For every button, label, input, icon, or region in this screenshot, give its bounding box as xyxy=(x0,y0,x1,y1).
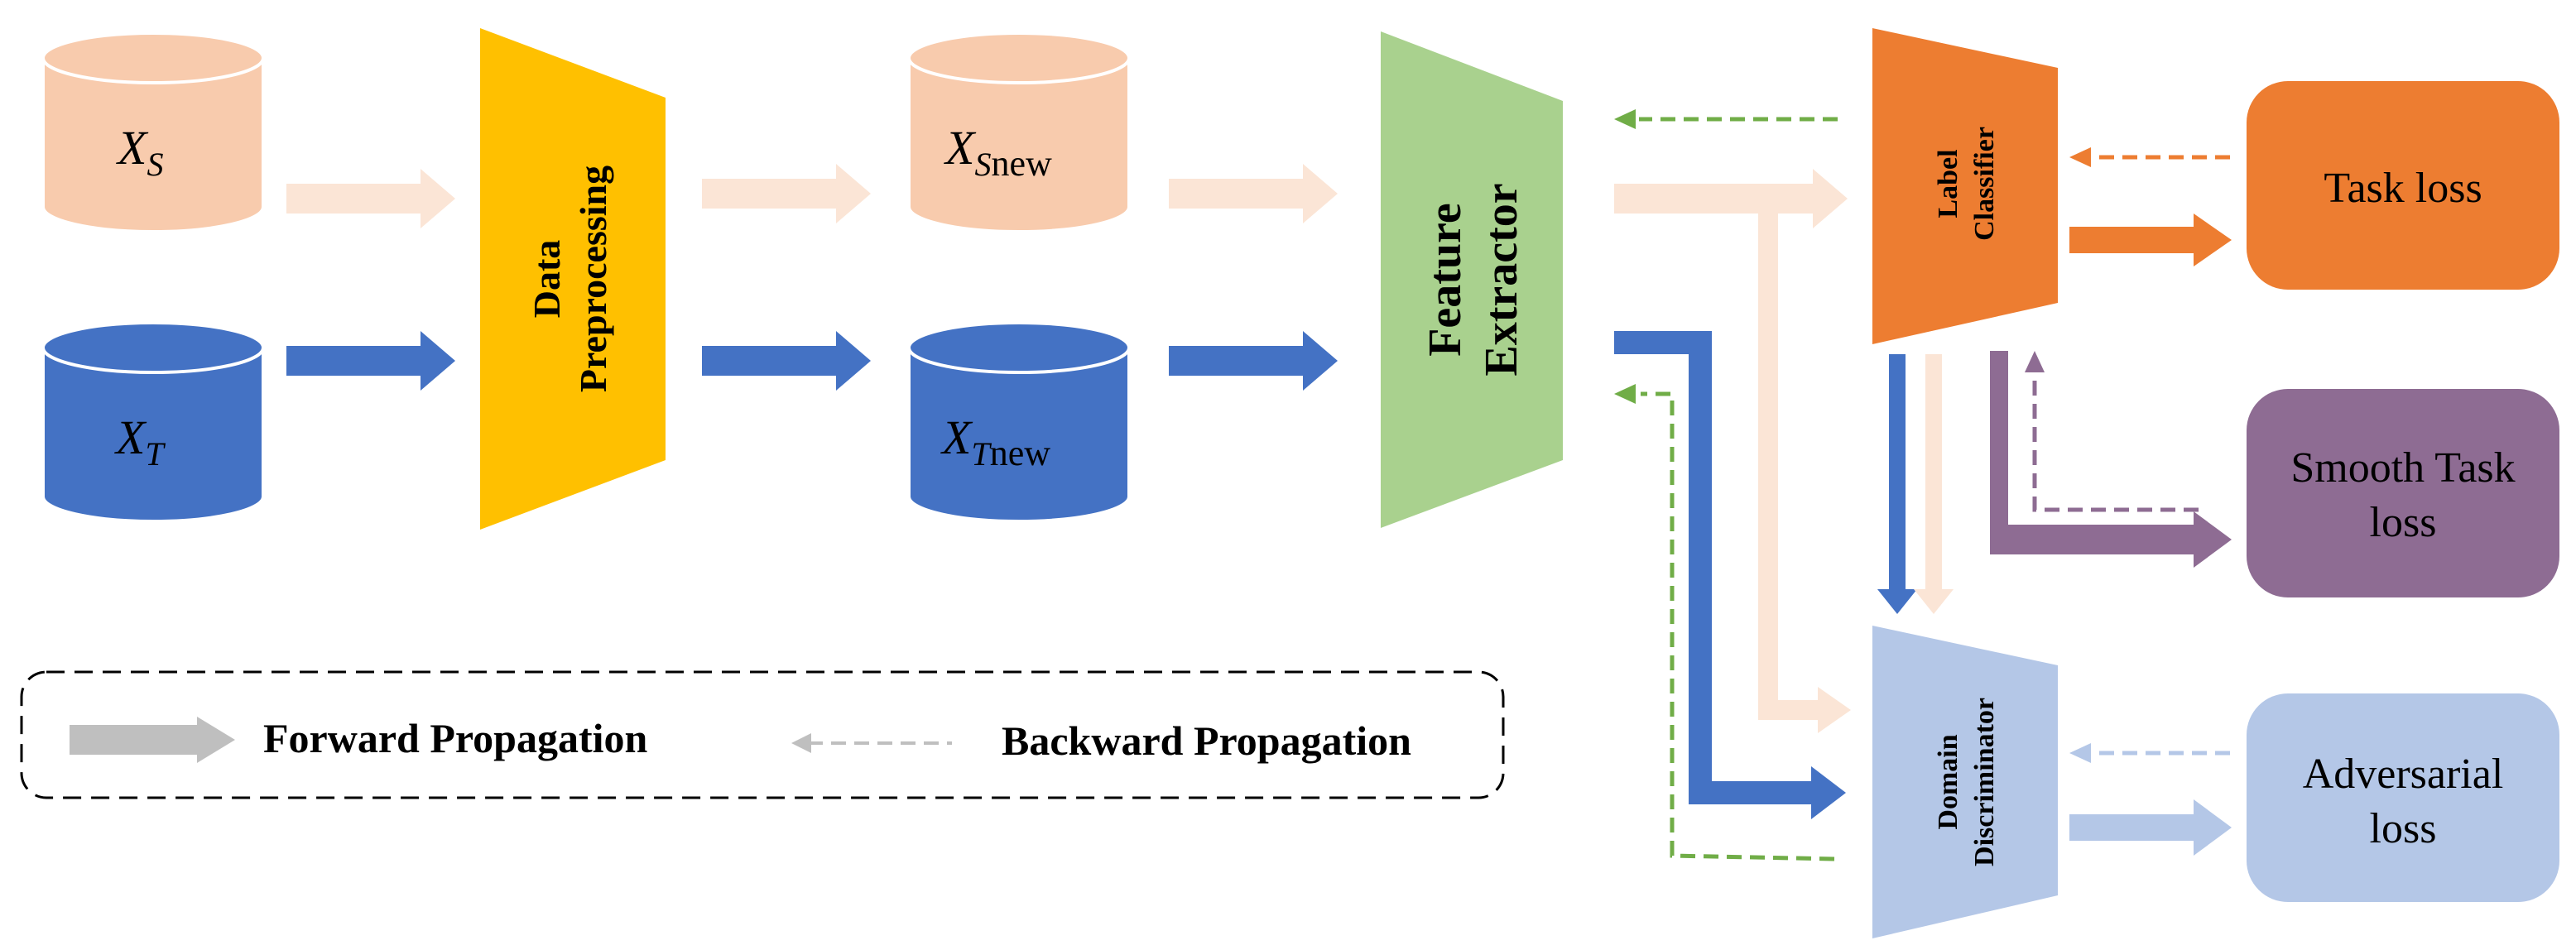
legend: Forward Propagation Backward Propagation xyxy=(20,670,1505,799)
classifier-to-discriminator-source-arrow xyxy=(1914,354,1954,614)
xt-to-preprocessing-arrow xyxy=(286,331,455,391)
xt-new-label-base: X xyxy=(940,410,973,464)
smooth-task-loss-box: Smooth Task loss xyxy=(2247,389,2559,597)
xt-label-base: X xyxy=(114,410,147,464)
classifier-to-task-loss-arrow xyxy=(2069,214,2232,266)
label-classifier-label-line2: Classifier xyxy=(1969,127,2000,241)
preprocessing-to-xt-new-arrow xyxy=(702,331,871,391)
xt-new-to-extractor-arrow xyxy=(1169,331,1338,391)
adversarial-loss-label-line2: loss xyxy=(2370,805,2437,852)
xs-new-label-suffix: new xyxy=(991,143,1052,184)
xt-new-label-sub: T xyxy=(971,435,992,473)
svg-text:XSnew: XSnew xyxy=(944,121,1052,184)
xs-label-sub: S xyxy=(147,146,163,183)
adversarial-loss-backward-arrow xyxy=(2069,743,2230,763)
adversarial-loss-label-line1: Adversarial xyxy=(2303,751,2504,798)
smooth-task-loss-label-line1: Smooth Task xyxy=(2290,444,2515,492)
task-loss-box: Task loss xyxy=(2247,81,2559,290)
label-classifier-label-line1: Label xyxy=(1933,149,1963,218)
classifier-to-extractor-backward-arrow xyxy=(1614,109,1838,129)
preprocessing-label-line1: Data xyxy=(526,240,568,319)
svg-text:XT: XT xyxy=(114,410,166,473)
task-loss-label: Task loss xyxy=(2324,165,2482,212)
xs-new-cylinder: XSnew xyxy=(907,31,1131,233)
data-preprocessing-block: Data Preprocessing xyxy=(480,28,666,530)
xs-to-preprocessing-arrow xyxy=(286,169,455,228)
discriminator-to-extractor-backward-arrow xyxy=(1614,384,1835,861)
classifier-to-smooth-loss-arrow xyxy=(1990,351,2232,568)
domain-discriminator-label-line2: Discriminator xyxy=(1969,698,2000,866)
feature-extractor-block: Feature Extractor xyxy=(1381,31,1563,528)
xs-new-to-extractor-arrow xyxy=(1169,164,1338,223)
extractor-to-classifier-source-arrow xyxy=(1614,169,1848,228)
xt-new-label-suffix: new xyxy=(990,433,1051,473)
svg-text:XS: XS xyxy=(116,121,163,183)
smooth-task-loss-label-line2: loss xyxy=(2370,499,2437,546)
preprocessing-label-line2: Preprocessing xyxy=(572,166,614,392)
legend-border xyxy=(20,670,1505,799)
classifier-to-discriminator-target-arrow xyxy=(1877,354,1917,614)
legend-backward-label: Backward Propagation xyxy=(1002,717,1411,764)
xs-cylinder: XS xyxy=(41,31,265,233)
adversarial-loss-box: Adversarial loss xyxy=(2247,693,2559,902)
xs-new-label-base: X xyxy=(944,121,977,175)
svg-text:XTnew: XTnew xyxy=(940,410,1050,473)
domain-discriminator-block: Domain Discriminator xyxy=(1872,626,2058,938)
feature-extractor-label-line2: Extractor xyxy=(1476,183,1527,376)
legend-backward-arrow-icon xyxy=(791,733,811,753)
smooth-loss-backward-arrow xyxy=(2025,351,2199,512)
legend-forward-arrow-icon xyxy=(70,717,235,763)
legend-forward-label: Forward Propagation xyxy=(263,715,648,761)
xt-label-sub: T xyxy=(145,435,166,473)
discriminator-to-adversarial-loss-arrow xyxy=(2069,799,2232,856)
xs-new-label-sub: S xyxy=(974,146,991,183)
xt-cylinder: XT xyxy=(41,321,265,523)
extractor-to-discriminator-source-arrow xyxy=(1758,214,1851,733)
task-loss-backward-arrow xyxy=(2069,147,2230,167)
extractor-to-discriminator-target-arrow xyxy=(1614,331,1846,819)
domain-discriminator-label-line1: Domain xyxy=(1933,734,1963,829)
feature-extractor-label-line1: Feature xyxy=(1420,203,1471,357)
label-classifier-block: Label Classifier xyxy=(1872,28,2058,344)
preprocessing-to-xs-new-arrow xyxy=(702,164,871,223)
xs-label-base: X xyxy=(116,121,149,175)
xt-new-cylinder: XTnew xyxy=(907,321,1131,523)
